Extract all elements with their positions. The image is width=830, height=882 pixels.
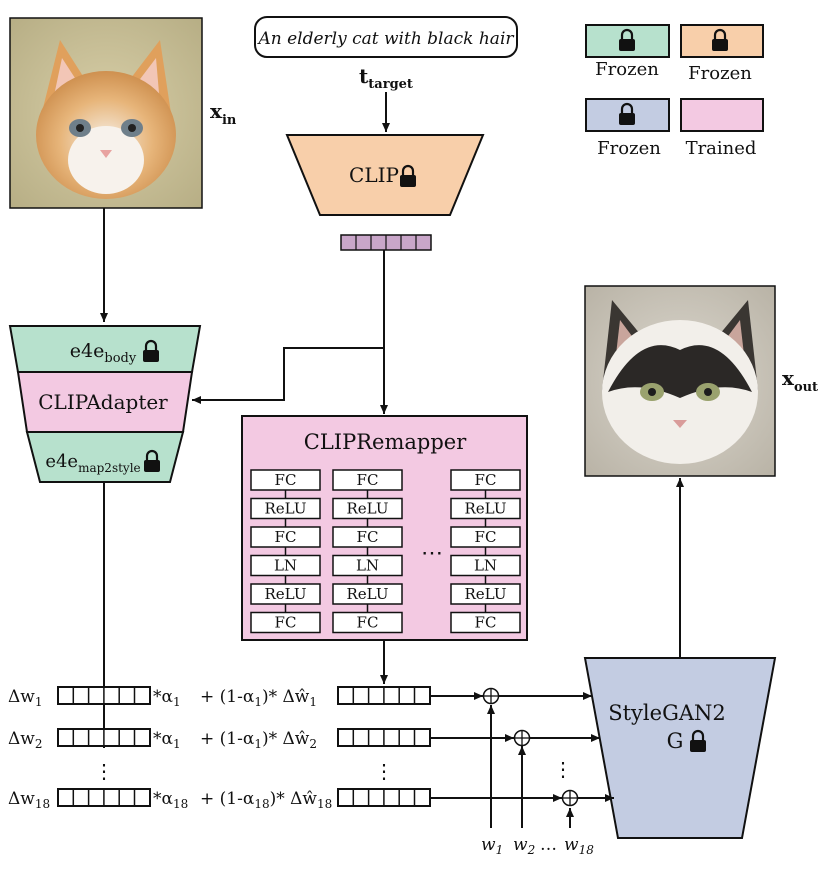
legend-swatch-trained [680, 98, 764, 132]
svg-text:xin: xin [210, 99, 237, 128]
remapper-layer-label: LN [356, 557, 379, 575]
clip-embedding-vector [340, 234, 432, 251]
lock-icon [712, 28, 728, 51]
alpha-term: *α1 [153, 729, 181, 751]
generator-letter: G [667, 729, 684, 753]
x-in-label: xin [210, 99, 237, 128]
lock-icon [690, 729, 706, 752]
remapper-layer-label: FC [475, 614, 497, 632]
latent-row: Δw1 *α1 + (1-α1)* Δŵ1 [8, 686, 592, 709]
remapper-ellipsis: ⋯ [421, 541, 443, 566]
remapper-layer-label: ReLU [265, 585, 307, 603]
remapper-columns: FC ReLU FC LN ReLU FC FC ReLU FC LN ReLU FC FC ReLU FC… [250, 469, 521, 634]
remapper-layer-label: FC [275, 471, 297, 489]
remapper-layer-label: ReLU [465, 500, 507, 518]
alpha-term: *α18 [153, 789, 188, 811]
delta-w-label: Δw1 [8, 687, 42, 709]
w18-label: w18 [564, 835, 594, 857]
clip-remapper-title: CLIPRemapper [304, 430, 467, 454]
w1-label: w1 [481, 835, 503, 857]
clip-label: CLIP [349, 163, 399, 187]
remapper-layer-label: FC [357, 614, 379, 632]
remapper-layer-label: FC [475, 528, 497, 546]
remapper-layer-box [332, 611, 403, 634]
remapper-layer-label: FC [275, 528, 297, 546]
clip-encoder [285, 134, 485, 216]
vertical-dots: ⋮ [374, 759, 394, 783]
vertical-dots: ⋮ [94, 759, 114, 783]
input-image [9, 17, 203, 209]
remapper-layer-label: ReLU [347, 585, 389, 603]
remapper-layer-label: FC [357, 471, 379, 489]
lock-icon [143, 339, 159, 362]
mix-term: + (1-α1)* Δŵ2 [200, 729, 317, 751]
mix-term: + (1-α18)* Δŵ18 [200, 789, 332, 811]
stylegan2-label: StyleGAN2 [608, 701, 726, 725]
arrow-embedding-to-adapter [192, 250, 385, 404]
t-target-label: ttarget [359, 64, 413, 92]
delta-w-label: Δw2 [8, 729, 42, 751]
remapper-layer-label: ReLU [347, 500, 389, 518]
lock-icon [619, 28, 635, 51]
remapper-layer-label: FC [475, 471, 497, 489]
mix-term: + (1-α1)* Δŵ1 [200, 687, 317, 709]
legend-label: Frozen [595, 59, 659, 80]
legend-label: Frozen [688, 63, 752, 84]
e4e-map2style-label: e4emap2style [45, 451, 140, 475]
latent-row: Δw18 *α18 + (1-α18)* Δŵ18 [8, 788, 614, 811]
lock-icon [619, 102, 635, 125]
remapper-layer-box [450, 611, 521, 634]
remapper-layer-box [250, 611, 321, 634]
x-out-label: xout [782, 366, 818, 395]
delta-w-label: Δw18 [8, 789, 50, 811]
w2-label: w2 [513, 835, 535, 857]
lock-icon [144, 449, 160, 472]
stylegan2-generator [583, 657, 777, 839]
output-image [584, 285, 776, 477]
legend-label: Frozen [597, 138, 661, 159]
legend-label: Trained [686, 138, 757, 159]
vertical-dots: ⋮ [553, 757, 573, 781]
alpha-term: *α1 [153, 687, 181, 709]
text-prompt: An elderly cat with black hair [256, 29, 514, 49]
remapper-layer-label: LN [274, 557, 297, 575]
remapper-layer-label: LN [474, 557, 497, 575]
remapper-layer-label: FC [357, 528, 379, 546]
latent-row: Δw2 *α1 + (1-α1)* Δŵ2 [8, 728, 600, 751]
remapper-layer-label: ReLU [265, 500, 307, 518]
lock-icon [400, 164, 416, 187]
text-prompt-box [254, 16, 518, 58]
remapper-layer-label: ReLU [465, 585, 507, 603]
remapper-layer-label: FC [275, 614, 297, 632]
clip-adapter-label: CLIPAdapter [38, 390, 168, 414]
w-ellipsis: … [540, 835, 557, 855]
legend: Frozen Frozen Frozen Trained [585, 24, 764, 159]
e4e-body-label: e4ebody [70, 340, 137, 366]
